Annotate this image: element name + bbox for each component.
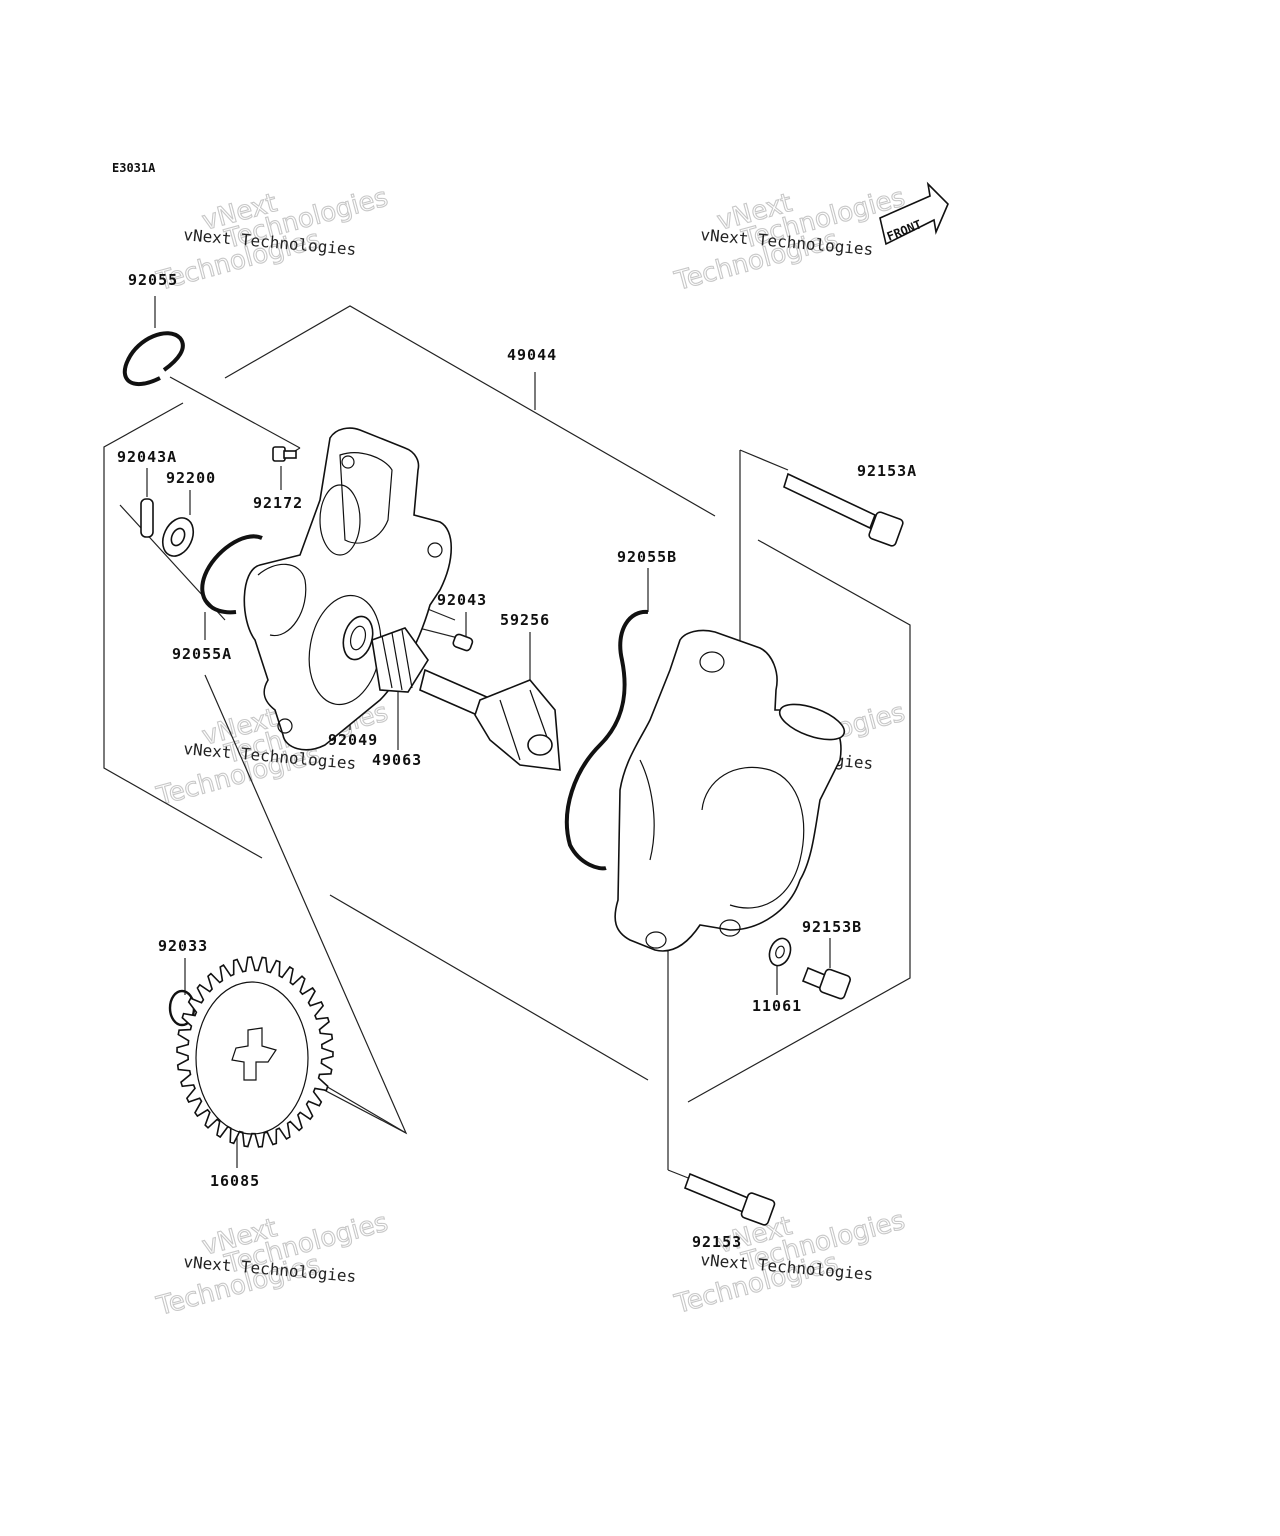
diagram-code: E3031A bbox=[112, 161, 156, 175]
o-ring-92055B-icon bbox=[564, 609, 649, 871]
watermark-bottom-right: vNext Technologies Technologies vNext Te… bbox=[671, 1205, 909, 1321]
impeller-59256-icon bbox=[419, 668, 561, 771]
label-92055B: 92055B bbox=[617, 548, 677, 566]
washer-11061-icon bbox=[768, 937, 792, 967]
pin-92043A-icon bbox=[140, 498, 154, 538]
watermark-top-left: vNext Technologies Technologies vNext Te… bbox=[153, 182, 392, 298]
bolt-92153-icon bbox=[683, 1172, 776, 1226]
mechanical-seal-49063-icon bbox=[371, 627, 429, 693]
label-92055: 92055 bbox=[128, 271, 178, 289]
bolt-92172-icon bbox=[272, 446, 297, 462]
bolt-92153B-icon bbox=[801, 966, 851, 1000]
circlip-92055-icon bbox=[122, 331, 185, 386]
bolt-92153A-icon bbox=[783, 472, 904, 547]
o-ring-92055A-icon bbox=[200, 534, 263, 615]
pump-cover-icon bbox=[614, 629, 846, 952]
label-92153B: 92153B bbox=[802, 918, 862, 936]
label-92200: 92200 bbox=[166, 469, 216, 487]
label-49063: 49063 bbox=[372, 751, 422, 769]
label-11061: 11061 bbox=[752, 997, 802, 1015]
washer-92200-icon bbox=[161, 517, 195, 557]
label-92055A: 92055A bbox=[172, 645, 232, 663]
assembly-outline bbox=[103, 305, 911, 1103]
gear-16085-icon bbox=[176, 956, 334, 1148]
pin-92043-icon bbox=[452, 633, 474, 652]
watermark-bottom-left: vNext Technologies Technologies vNext Te… bbox=[153, 1207, 392, 1323]
label-92043: 92043 bbox=[437, 591, 487, 609]
label-92033: 92033 bbox=[158, 937, 208, 955]
label-16085: 16085 bbox=[210, 1172, 260, 1190]
front-arrow-icon: FRONT bbox=[879, 181, 949, 246]
label-92153: 92153 bbox=[692, 1233, 742, 1251]
watermark-top-right: vNext Technologies Technologies vNext Te… bbox=[671, 182, 909, 298]
label-92153A: 92153A bbox=[857, 462, 917, 480]
label-92043A: 92043A bbox=[117, 448, 177, 466]
pump-body-cover-icon bbox=[243, 427, 452, 751]
label-92049: 92049 bbox=[328, 731, 378, 749]
label-49044: 49044 bbox=[507, 346, 557, 364]
label-59256: 59256 bbox=[500, 611, 550, 629]
label-92172: 92172 bbox=[253, 494, 303, 512]
